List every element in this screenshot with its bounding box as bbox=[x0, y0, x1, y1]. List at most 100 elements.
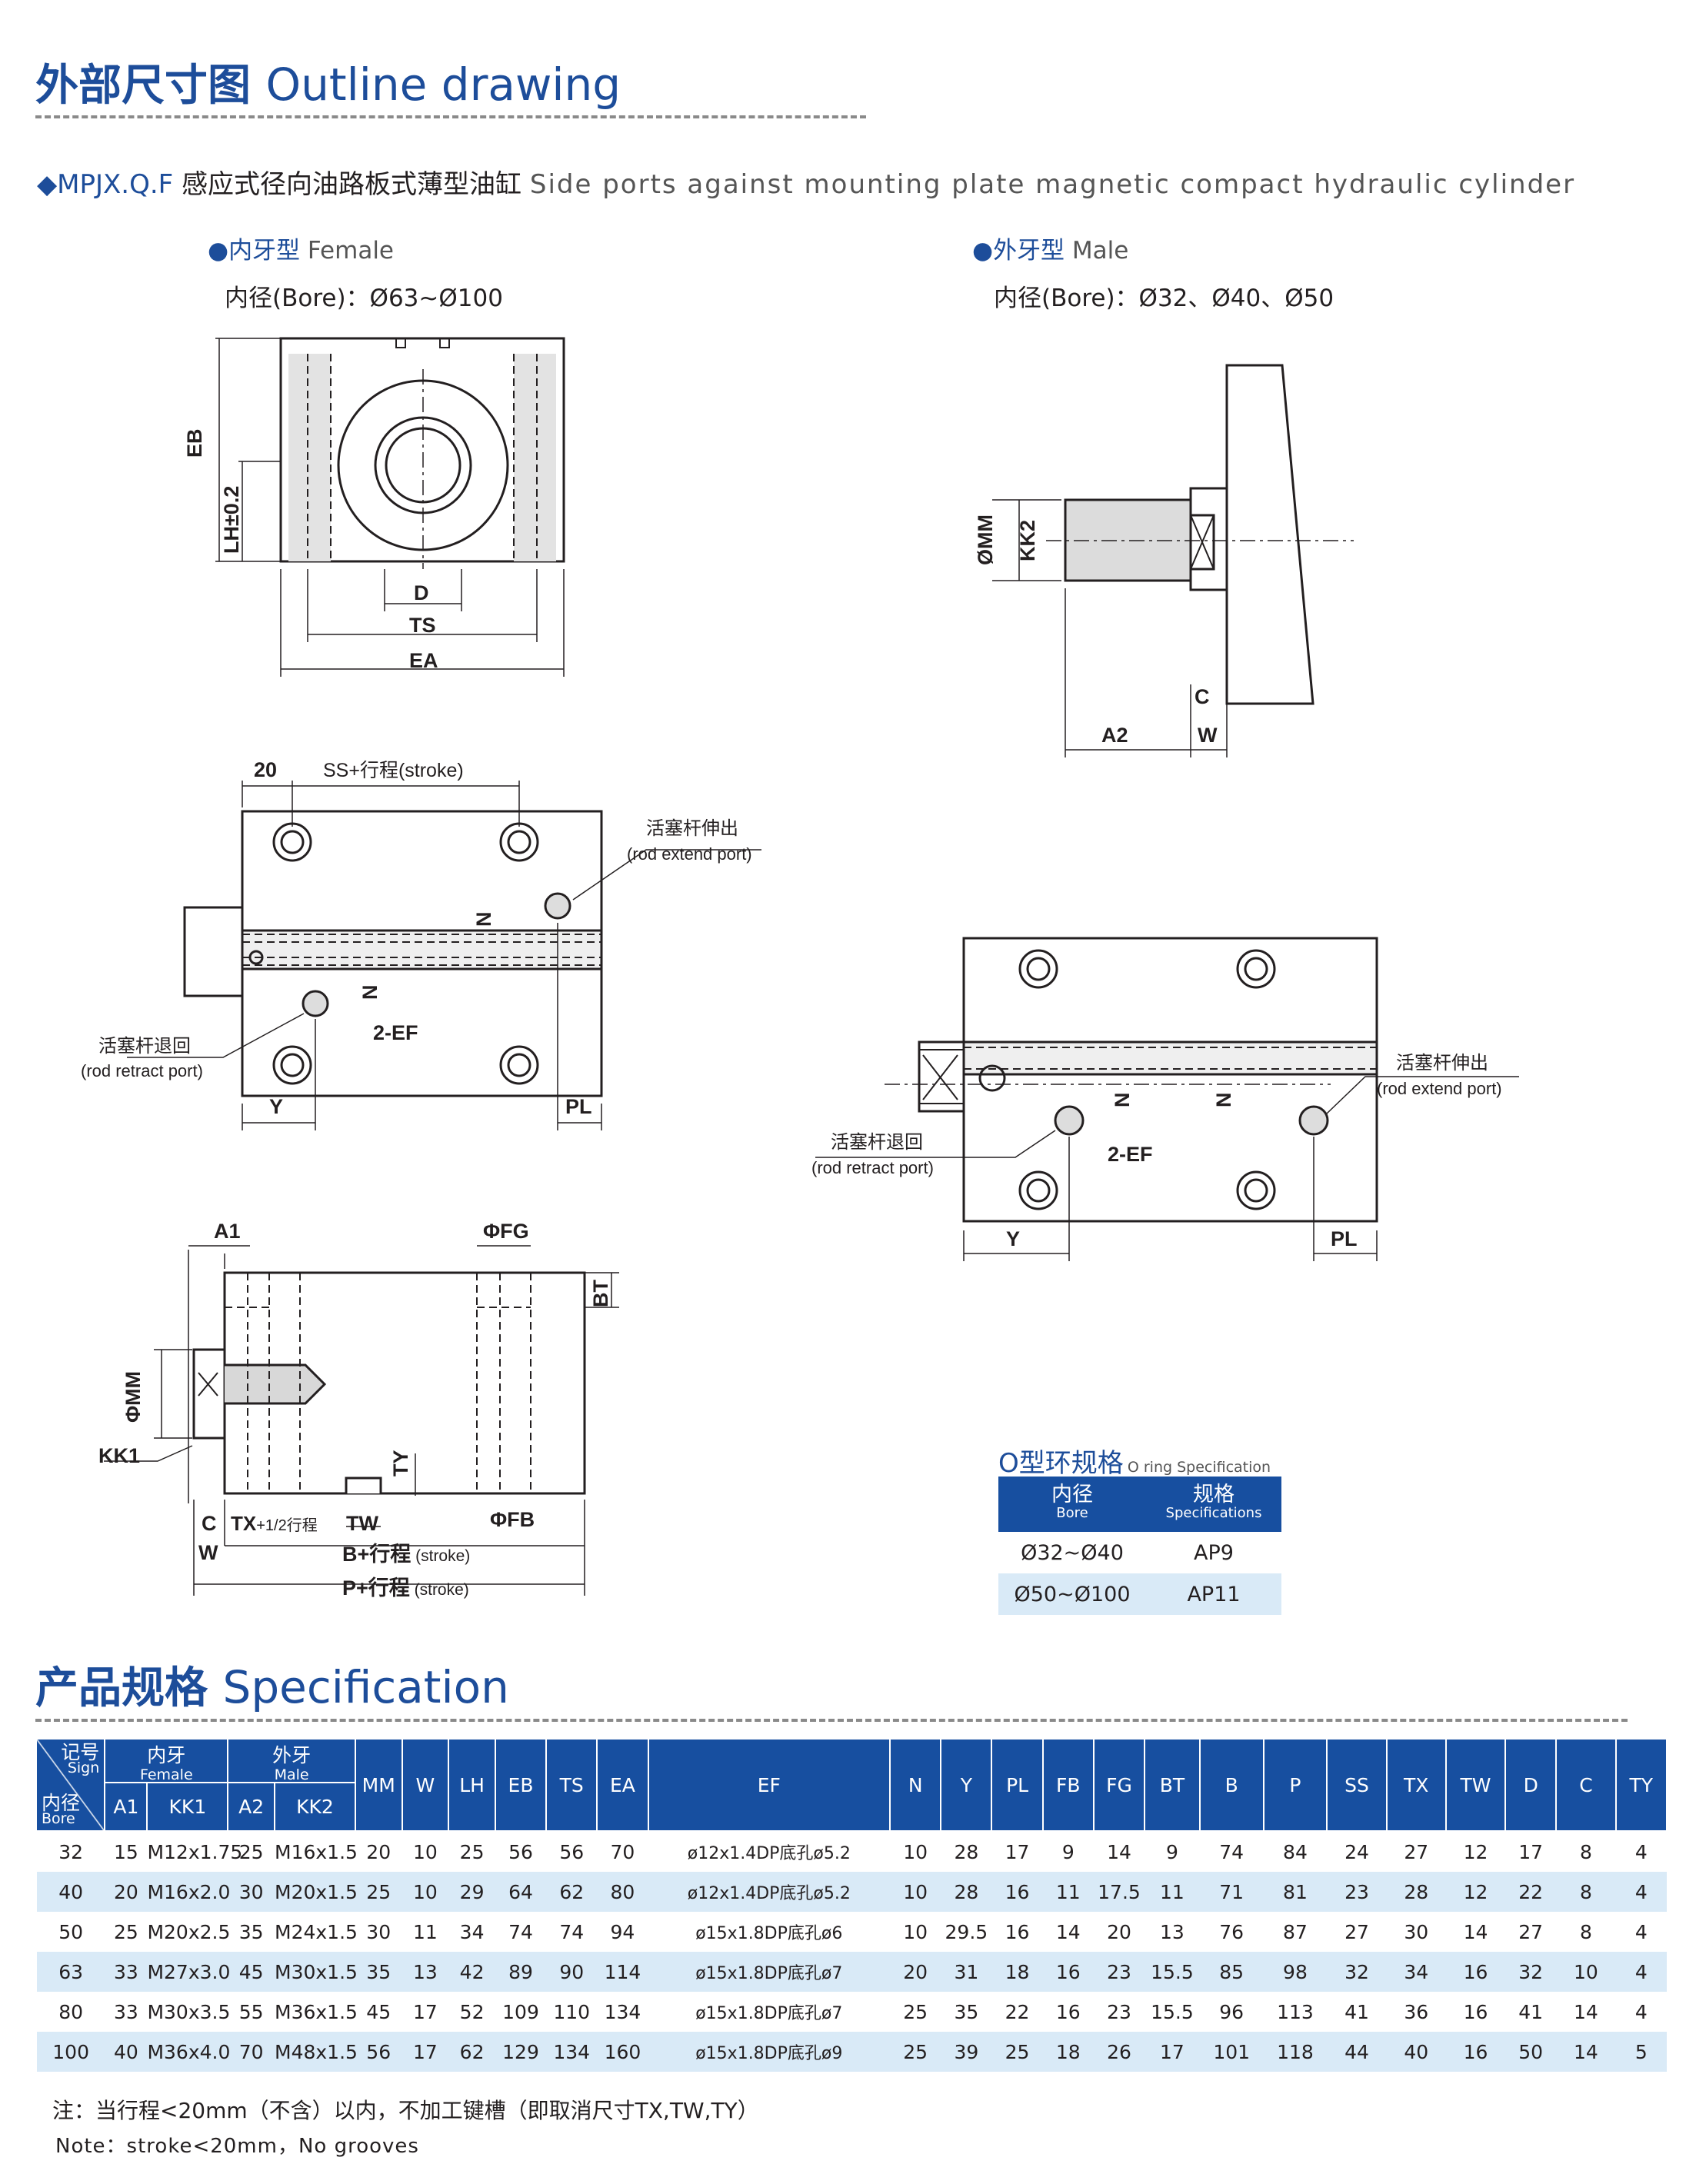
retract-cn-male: 活塞杆退回 bbox=[831, 1132, 923, 1153]
spec-cell: 110 bbox=[546, 1992, 598, 2032]
spec-cell: 35 bbox=[228, 1912, 275, 1952]
spec-cell: 27 bbox=[1505, 1912, 1557, 1952]
spec-cell: ø15x1.8DP底孔ø7 bbox=[648, 1952, 891, 1992]
dim-pl-male: PL bbox=[1331, 1227, 1358, 1250]
dim-n-bottom-female: N bbox=[358, 985, 382, 1000]
spec-cell: 87 bbox=[1263, 1912, 1328, 1952]
spec-cell: 56 bbox=[495, 1831, 547, 1872]
dim-20: 20 bbox=[254, 758, 277, 781]
spec-col-pl: PL bbox=[991, 1740, 1044, 1832]
spec-col-tx: TX bbox=[1386, 1740, 1447, 1832]
spec-cell: 15.5 bbox=[1145, 1952, 1200, 1992]
model-line: ◆MPJX.Q.F 感应式径向油路板式薄型油缸 Side ports again… bbox=[37, 169, 1576, 200]
spec-cell: 13 bbox=[1145, 1912, 1200, 1952]
spec-underline bbox=[35, 1719, 1628, 1722]
spec-cell: 10 bbox=[890, 1872, 941, 1912]
spec-cell: 134 bbox=[546, 2032, 598, 2072]
spec-cell: 34 bbox=[448, 1912, 495, 1952]
spec-cell: M12x1.75 bbox=[147, 1831, 242, 1872]
spec-cell: 29 bbox=[448, 1872, 495, 1912]
spec-cell: 62 bbox=[546, 1872, 598, 1912]
spec-cell: 20 bbox=[355, 1831, 402, 1872]
spec-cell: 22 bbox=[991, 1992, 1043, 2032]
spec-cell: 23 bbox=[1327, 1872, 1387, 1912]
spec-cell: 4 bbox=[1615, 1952, 1667, 1992]
spec-col-b: B bbox=[1199, 1740, 1264, 1832]
spec-cell: 8 bbox=[1556, 1912, 1616, 1952]
dim-lh: LH±0.2 bbox=[220, 486, 243, 554]
spec-cell: 32 bbox=[1505, 1952, 1557, 1992]
spec-cell: ø12x1.4DP底孔ø5.2 bbox=[648, 1831, 891, 1872]
spec-col-tw: TW bbox=[1445, 1740, 1507, 1832]
dim-ss-stroke: SS+行程(stroke) bbox=[323, 760, 464, 781]
spec-cell: 35 bbox=[355, 1952, 402, 1992]
male-bore: 内径(Bore)：Ø32、Ø40、Ø50 bbox=[994, 285, 1334, 312]
spec-cell: 11 bbox=[402, 1912, 449, 1952]
spec-cell: 18 bbox=[1042, 2032, 1094, 2072]
spec-cell: 160 bbox=[597, 2032, 648, 2072]
spec-cell: 16 bbox=[1445, 2032, 1506, 2072]
spec-cell: 27 bbox=[1327, 1912, 1387, 1952]
note-cn: 注：当行程<20mm（不含）以内，不加工键槽（即取消尺寸TX,TW,TY） bbox=[52, 2098, 759, 2123]
dim-ts: TS bbox=[409, 614, 436, 637]
spec-col-w: W bbox=[402, 1740, 450, 1832]
spec-cell: M36x4.0 bbox=[147, 2032, 230, 2072]
spec-col-n: N bbox=[890, 1740, 942, 1832]
dim-c-male: C bbox=[1195, 685, 1210, 708]
female-title: ●内牙型 Female bbox=[208, 237, 395, 265]
spec-cell: 28 bbox=[941, 1831, 992, 1872]
spec-cell: 28 bbox=[941, 1872, 992, 1912]
spec-col-mm: MM bbox=[355, 1740, 403, 1832]
spec-subcol-kk1: KK1 bbox=[147, 1783, 229, 1832]
female-side-view bbox=[104, 1245, 619, 1596]
spec-cell: 101 bbox=[1199, 2032, 1264, 2072]
spec-cell: 80 bbox=[597, 1872, 648, 1912]
dim-tx: TX+1/2行程 bbox=[231, 1512, 318, 1535]
dim-fg: ΦFG bbox=[483, 1220, 529, 1243]
spec-cell: 42 bbox=[448, 1952, 495, 1992]
spec-cell: 10 bbox=[1556, 1952, 1616, 1992]
spec-cell: 23 bbox=[1093, 1952, 1145, 1992]
spec-cell: 16 bbox=[1445, 1952, 1506, 1992]
spec-col-ts: TS bbox=[546, 1740, 598, 1832]
spec-cell: 14 bbox=[1556, 1992, 1616, 2032]
dim-pl-female: PL bbox=[565, 1095, 592, 1118]
spec-cell: 40 bbox=[1386, 2032, 1446, 2072]
spec-cell: 11 bbox=[1042, 1872, 1094, 1912]
extend-en-male: (rod extend port) bbox=[1377, 1079, 1502, 1098]
retract-en-female: (rod retract port) bbox=[81, 1061, 203, 1080]
spec-cell: 28 bbox=[1386, 1872, 1446, 1912]
spec-subcol-a1: A1 bbox=[105, 1783, 148, 1832]
dim-fb: ΦFB bbox=[490, 1508, 535, 1531]
spec-cell: M48x1.5 bbox=[275, 2032, 358, 2072]
spec-cell: 15 bbox=[105, 1831, 148, 1872]
spec-cell: 109 bbox=[495, 1992, 547, 2032]
spec-cell: 16 bbox=[1445, 1992, 1506, 2032]
male-side-view bbox=[992, 364, 1354, 757]
spec-cell: 14 bbox=[1445, 1912, 1506, 1952]
spec-cell: ø15x1.8DP底孔ø7 bbox=[648, 1992, 891, 2032]
spec-cell: 70 bbox=[597, 1831, 648, 1872]
dim-ef-male: 2-EF bbox=[1108, 1143, 1153, 1166]
dim-kk2: KK2 bbox=[1016, 520, 1039, 561]
dim-a2: A2 bbox=[1101, 724, 1128, 747]
spec-cell: 56 bbox=[546, 1831, 598, 1872]
spec-cell: 10 bbox=[402, 1831, 449, 1872]
spec-cell: 39 bbox=[941, 2032, 992, 2072]
spec-col-ef: EF bbox=[648, 1740, 891, 1832]
spec-cell: 16 bbox=[991, 1912, 1043, 1952]
male-top-view bbox=[815, 937, 1519, 1261]
spec-col-y: Y bbox=[941, 1740, 993, 1832]
spec-cell: 71 bbox=[1199, 1872, 1264, 1912]
spec-cell: 10 bbox=[890, 1831, 941, 1872]
extend-en-female: (rod extend port) bbox=[627, 844, 752, 864]
spec-cell: 22 bbox=[1505, 1872, 1557, 1912]
